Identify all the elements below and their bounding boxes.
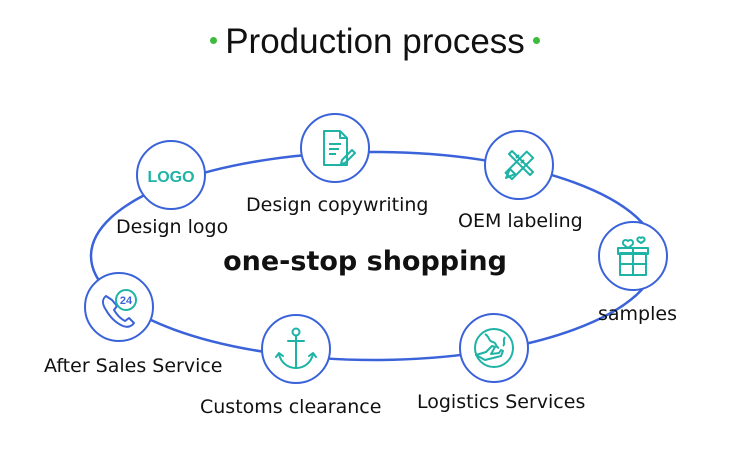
gift-box-icon [617, 236, 649, 276]
bullet-dot-right [532, 37, 540, 45]
step-node-logistics [459, 313, 529, 383]
step-node-samples [598, 221, 668, 291]
bullet-dot-left [210, 37, 218, 45]
svg-text:24: 24 [120, 295, 133, 307]
globe-plane-icon [474, 328, 514, 368]
svg-text:LOGO: LOGO [147, 169, 194, 186]
step-node-after-sales: 24 [84, 272, 154, 342]
step-label-logistics: Logistics Services [417, 391, 586, 413]
step-label-design-copywriting: Design copywriting [246, 194, 429, 216]
step-label-design-logo: Design logo [116, 216, 229, 238]
step-node-design-logo: LOGO [136, 140, 206, 210]
step-node-customs [261, 314, 331, 384]
step-node-design-copywriting [300, 113, 370, 183]
anchor-icon [275, 327, 317, 369]
step-label-samples: samples [598, 303, 677, 325]
step-label-oem-labeling: OEM labeling [458, 210, 583, 232]
logo-text-icon: LOGO [147, 169, 194, 186]
document-pen-icon [323, 130, 356, 166]
step-label-after-sales: After Sales Service [44, 355, 223, 377]
step-label-customs: Customs clearance [200, 396, 382, 418]
page-title: Production process [0, 22, 750, 62]
phone-24-icon: 24 [102, 289, 137, 328]
step-node-oem-labeling [484, 130, 554, 200]
pencil-ruler-icon [504, 150, 535, 181]
center-caption: one-stop shopping [223, 246, 507, 277]
